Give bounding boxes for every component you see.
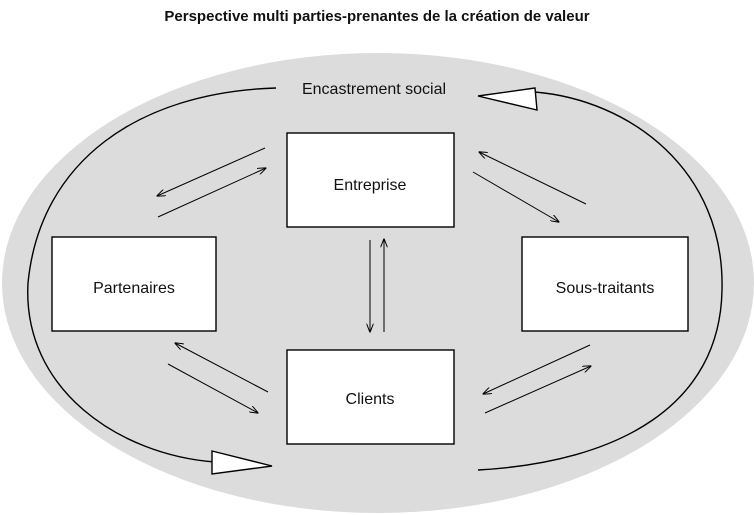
node-sous-traitants: [521, 236, 689, 332]
node-sous-traitants-label: Sous-traitants: [556, 280, 655, 297]
arrow-clients-to-partenaires: [175, 343, 269, 393]
node-clients-label: Clients: [346, 391, 395, 408]
arrow-sous-traitants-to-clients: [483, 344, 591, 394]
cycle-arrowhead-top-icon: [477, 87, 538, 111]
arrow-entreprise-to-sous-traitants: [472, 171, 559, 222]
cycle-arrowhead-bottom-icon: [211, 450, 273, 475]
node-partenaires: [51, 236, 217, 332]
arrow-entreprise-to-partenaires: [157, 147, 266, 196]
node-entreprise: [286, 132, 455, 228]
node-entreprise-label: Entreprise: [334, 177, 407, 194]
arrow-partenaires-to-entreprise: [157, 168, 266, 218]
social-embedding-ellipse: [2, 53, 754, 513]
node-clients: [286, 349, 455, 445]
ring-label: Encastrement social: [302, 81, 446, 98]
node-partenaires-label: Partenaires: [93, 280, 175, 297]
arrow-sous-traitants-to-entreprise: [479, 152, 587, 205]
outer-cycle-path: [27, 87, 277, 463]
outer-cycle-path-right: [477, 91, 723, 471]
arrow-partenaires-to-clients: [167, 363, 258, 413]
arrow-clients-to-sous-traitants: [484, 366, 591, 414]
diagram-title: Perspective multi parties-prenantes de l…: [164, 8, 590, 25]
